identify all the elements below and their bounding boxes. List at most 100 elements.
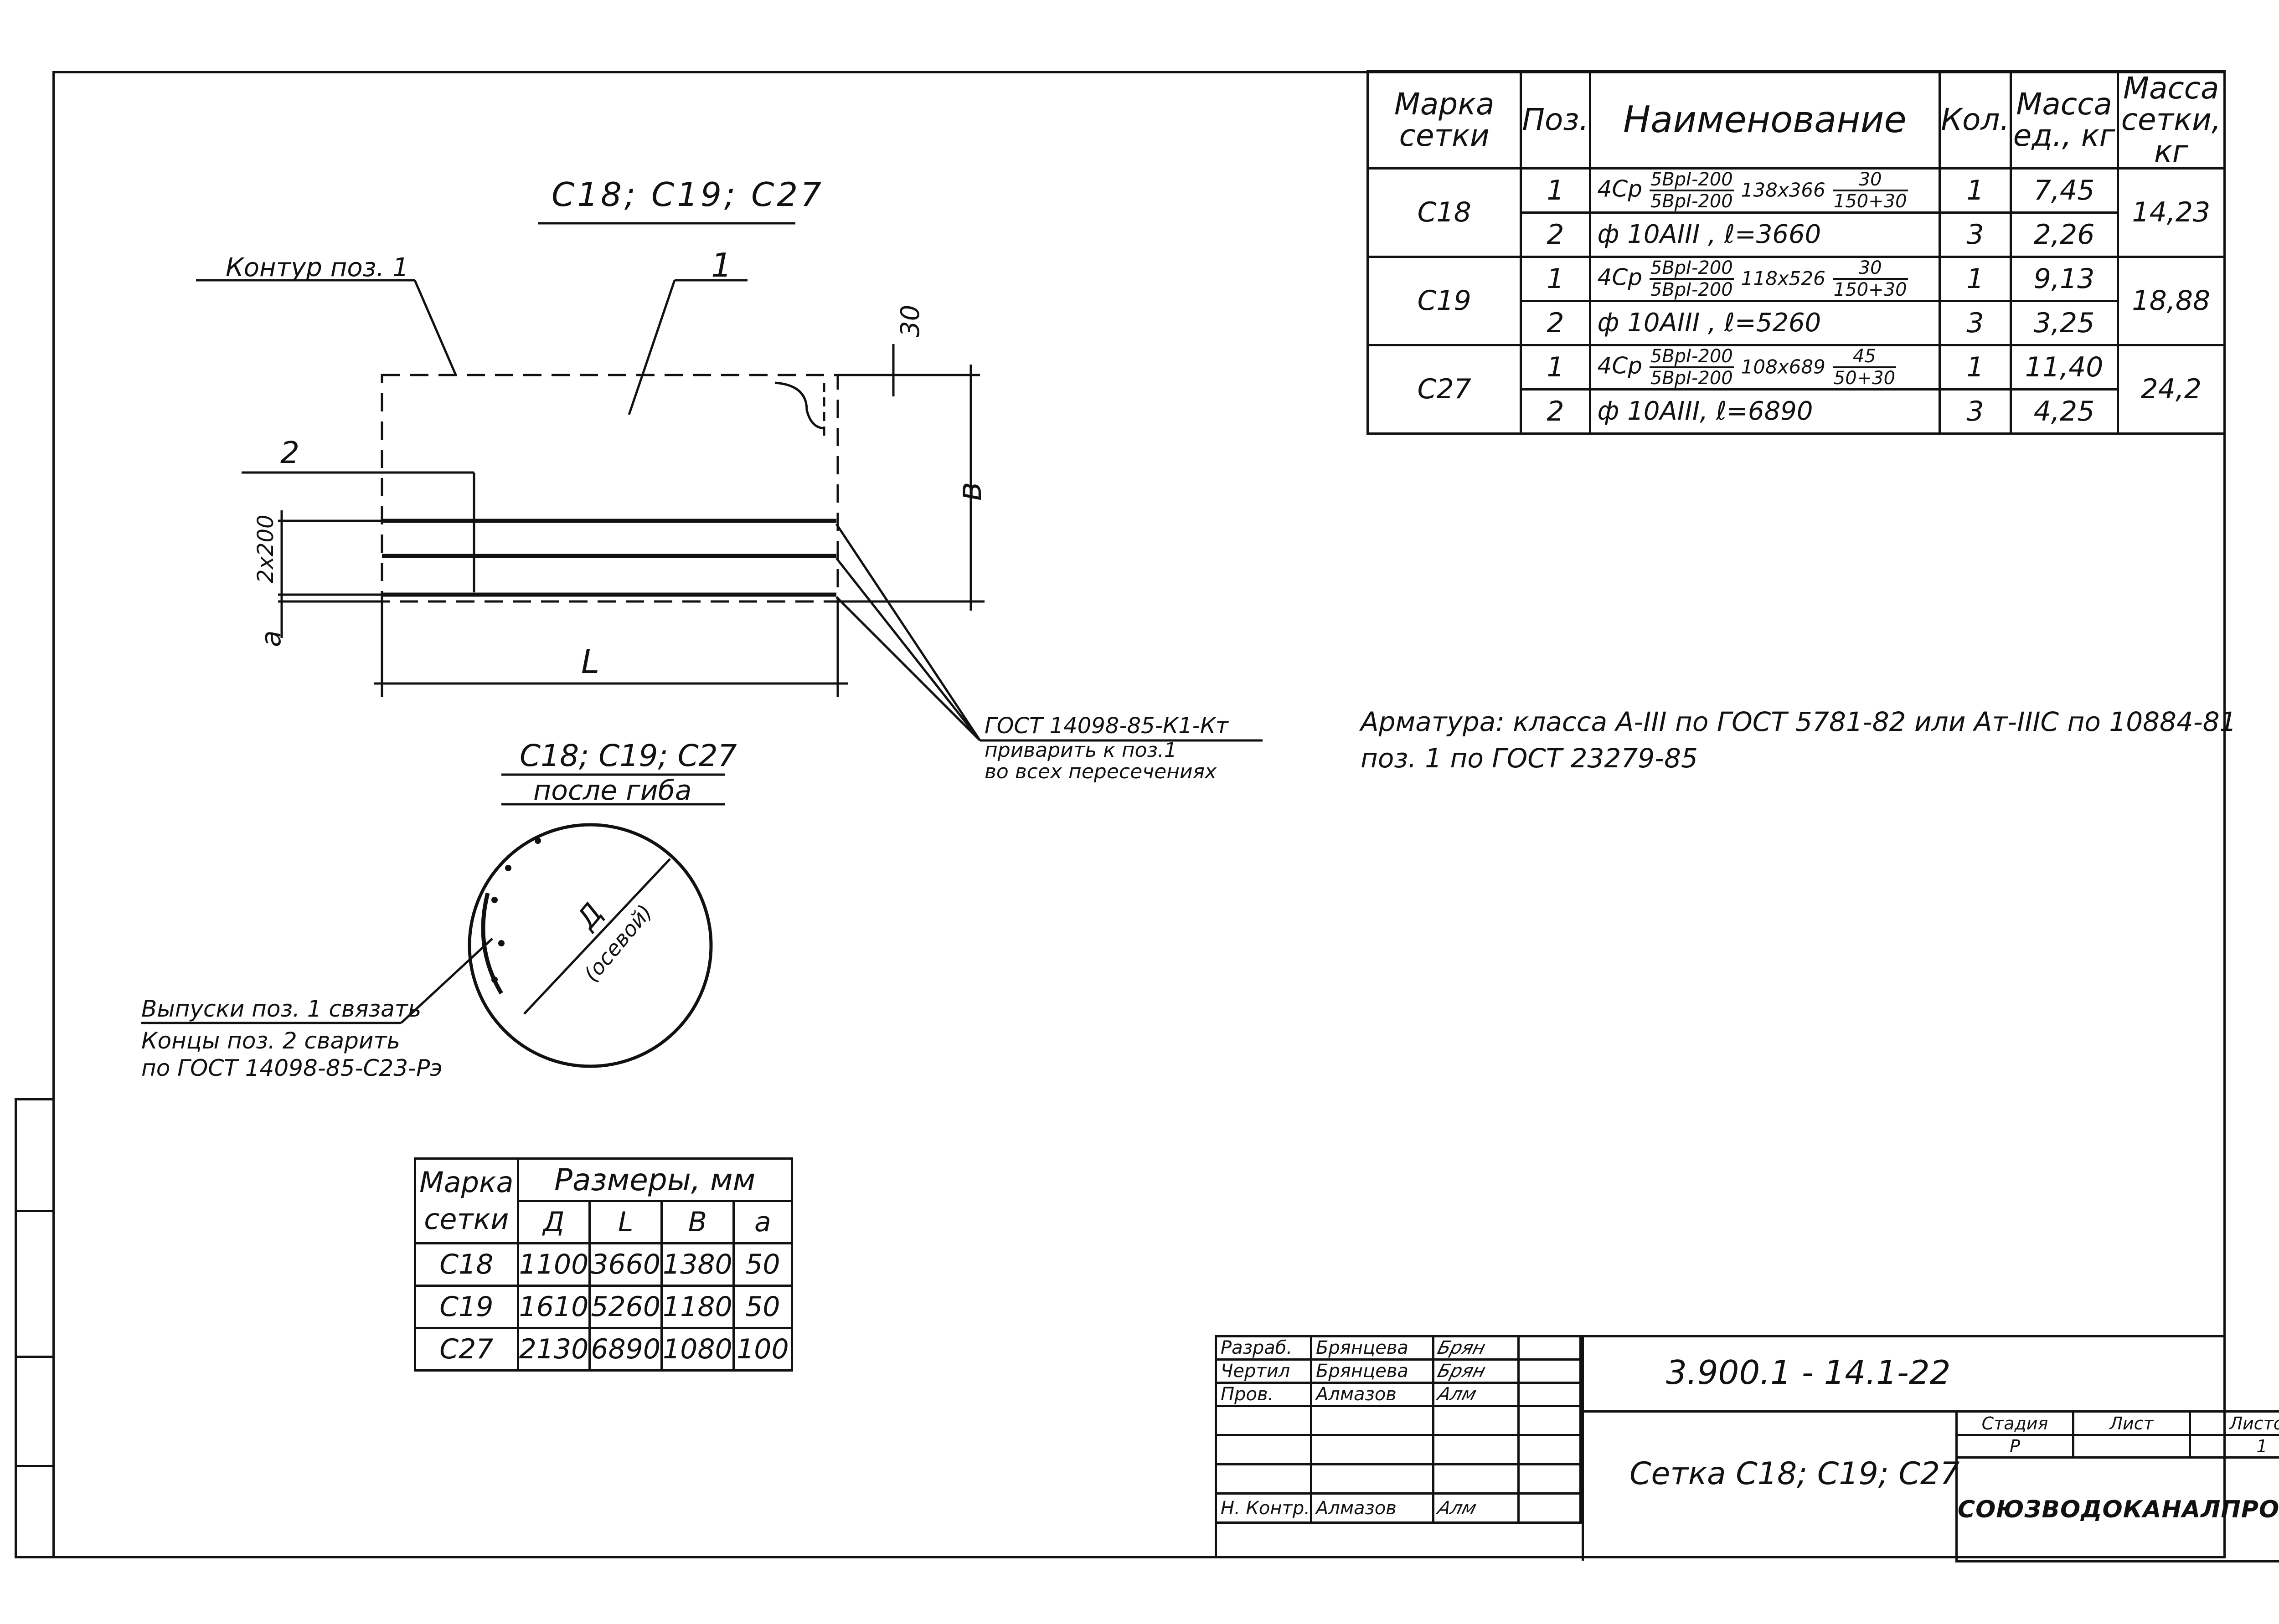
spec-frac-num: 5ВрI-200	[1649, 347, 1734, 368]
tb-signature: Брян	[1432, 1335, 1520, 1361]
spec-out-den: 50+30	[1833, 367, 1896, 389]
tb-name	[1310, 1405, 1435, 1436]
dims-row-mark: С18	[414, 1242, 519, 1287]
diameter-line	[523, 858, 671, 1015]
spec-unit-mass: 11,40	[2009, 344, 2119, 391]
spec-out-den: 150+30	[1833, 190, 1907, 212]
spec-out-num: 30	[1832, 170, 1908, 191]
tb-name: Брянцева	[1310, 1335, 1435, 1361]
weld-dot	[498, 940, 505, 946]
dims-cell: 1180	[660, 1285, 735, 1329]
dims-header-mark: Марка сетки	[414, 1157, 519, 1244]
spec-pos: 1	[1520, 167, 1591, 214]
doc-title: Сетка С18; С19; С27	[1629, 1456, 1960, 1492]
dimensions-table: Марка сетки Размеры, мм Д L В а С18 1100…	[414, 1157, 794, 1372]
doc-number: 3.900.1 - 14.1-22	[1666, 1353, 1951, 1392]
dims-cell: 3660	[588, 1242, 663, 1287]
spec-prefix: 4Ср	[1597, 264, 1642, 291]
tb-date	[1517, 1434, 1582, 1465]
spec-pos: 2	[1520, 211, 1591, 258]
tb-role: Чертил	[1215, 1358, 1312, 1384]
header-name: Наименование	[1588, 70, 1941, 170]
tie-note-1: Выпуски поз. 1 связать	[141, 996, 422, 1022]
view-title: С18; С19; С27	[552, 175, 824, 214]
header-mesh-mass: Масса сетки, кг	[2116, 70, 2226, 170]
binding-margin	[15, 1098, 52, 1558]
tb-name	[1310, 1434, 1435, 1465]
spec-out-den: 150+30	[1833, 279, 1907, 300]
spec-qty: 3	[1939, 211, 2012, 258]
contour-leader	[413, 280, 457, 375]
tb-date	[1517, 1382, 1582, 1407]
spec-frac-num: 5ВрI-200	[1649, 259, 1734, 280]
dims-cell: 6890	[588, 1327, 663, 1372]
spec-pos: 1	[1520, 344, 1591, 391]
spec-unit-mass: 4,25	[2009, 388, 2119, 435]
dims-cell: 50	[732, 1242, 794, 1287]
dims-cell: 100	[732, 1327, 794, 1372]
pos1-leader	[628, 280, 676, 415]
spec-qty: 1	[1939, 344, 2012, 391]
spec-qty: 1	[1939, 167, 2012, 214]
dims-col-a: а	[732, 1200, 794, 1244]
organization: СОЮЗВОДОКАНАЛПРОЕКТ	[1955, 1456, 2279, 1562]
spec-frac-den: 5ВрI-200	[1650, 190, 1733, 212]
tb-role: Н. Контр.	[1215, 1492, 1312, 1524]
stage-label: Стадия	[1955, 1410, 2075, 1436]
tb-signature: Брян	[1432, 1358, 1520, 1384]
tb-role	[1215, 1434, 1312, 1465]
header-pos: Поз.	[1520, 70, 1591, 170]
tb-date	[1517, 1405, 1582, 1436]
dims-row-mark: С19	[414, 1285, 519, 1329]
stage-value: Р	[1955, 1434, 2075, 1459]
weld-leader	[835, 596, 981, 741]
tb-role	[1215, 1463, 1312, 1495]
spec-pos: 2	[1520, 299, 1591, 346]
dim-b-label: в	[950, 482, 989, 501]
spec-unit-mass: 3,25	[2009, 299, 2119, 346]
specification-table: Марка сетки Поз. Наименование Кол. Масса…	[1366, 70, 2226, 435]
tb-name: Алмазов	[1310, 1382, 1435, 1407]
dim-30-label: 30	[896, 304, 925, 337]
spec-mark-c19: С19	[1366, 255, 1522, 346]
weld-dot	[491, 897, 498, 903]
dims-cell: 1080	[660, 1327, 735, 1372]
spec-frac-num: 5ВрI-200	[1649, 170, 1734, 191]
spec-pos: 1	[1520, 255, 1591, 302]
spec-unit-mass: 7,45	[2009, 167, 2119, 214]
tb-role: Разраб.	[1215, 1335, 1312, 1361]
spec-frac-den: 5ВрI-200	[1650, 279, 1733, 300]
rebar-note-line-1: Арматура: класса А-III по ГОСТ 5781-82 и…	[1361, 706, 2237, 737]
spec-mark-c27: С27	[1366, 344, 1522, 435]
bent-title: С18; С19; С27	[520, 738, 737, 773]
spec-prefix: 4Ср	[1597, 352, 1642, 379]
spec-qty: 3	[1939, 388, 2012, 435]
dim-L-label: L	[581, 642, 600, 681]
tb-date	[1517, 1358, 1582, 1384]
spec-unit-mass: 2,26	[2009, 211, 2119, 258]
tie-note-3: по ГОСТ 14098-85-С23-Рэ	[141, 1055, 443, 1081]
spec-size: 118х526	[1741, 267, 1825, 290]
dims-cell: 5260	[588, 1285, 663, 1329]
tb-signature	[1432, 1434, 1520, 1465]
header-unit-mass: Масса ед., кг	[2009, 70, 2119, 170]
rebar-note-line-2: поз. 1 по ГОСТ 23279-85	[1361, 743, 1698, 774]
tb-name	[1310, 1463, 1435, 1495]
spec-item-name: ф 10АIII, ℓ=6890	[1588, 388, 1941, 435]
dims-header-sizes: Размеры, мм	[516, 1157, 794, 1202]
contour-label: Контур поз. 1	[226, 253, 409, 283]
weld-note-1: ГОСТ 14098-85-К1-Кт	[985, 713, 1229, 739]
sheet-value	[2072, 1434, 2191, 1459]
sheets-label: Листов	[2189, 1410, 2279, 1436]
sheets-value: 1	[2189, 1434, 2279, 1459]
mesh-contour	[381, 374, 839, 603]
signature-text: Алм	[1435, 1384, 1479, 1405]
